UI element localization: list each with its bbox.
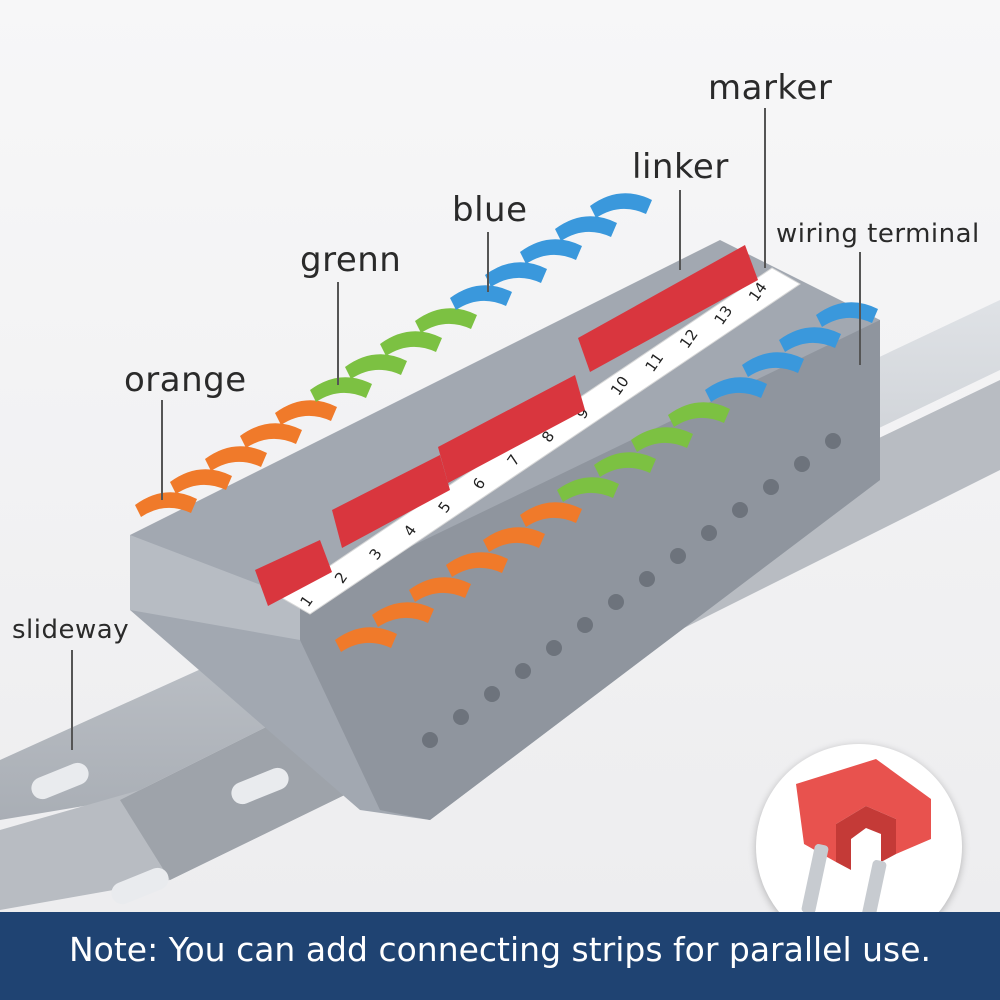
back-lever xyxy=(485,262,547,287)
back-lever xyxy=(170,469,232,494)
red-linkers xyxy=(255,245,758,606)
wire-hole xyxy=(577,617,593,633)
wire-hole xyxy=(732,502,748,518)
label-marker: marker xyxy=(708,68,833,108)
front-lever xyxy=(742,352,804,377)
label-orange: orange xyxy=(124,360,247,400)
wire-hole xyxy=(670,548,686,564)
front-lever xyxy=(631,427,693,452)
front-lever xyxy=(668,402,730,427)
back-lever xyxy=(555,216,617,241)
wire-hole xyxy=(453,709,469,725)
note-bar xyxy=(0,912,1000,1000)
front-lever xyxy=(816,302,878,327)
back-lever xyxy=(310,377,372,402)
front-lever xyxy=(779,327,841,352)
front-lever xyxy=(520,502,582,527)
label-blue: blue xyxy=(452,190,528,230)
back-lever xyxy=(590,193,652,218)
wire-hole xyxy=(515,663,531,679)
front-lever xyxy=(446,552,508,577)
label-slideway: slideway xyxy=(12,615,130,645)
wire-hole xyxy=(484,686,500,702)
back-lever xyxy=(205,446,267,471)
front-lever xyxy=(372,602,434,627)
wire-hole xyxy=(608,594,624,610)
wire-hole xyxy=(763,479,779,495)
front-lever xyxy=(705,377,767,402)
back-lever xyxy=(450,285,512,310)
front-lever xyxy=(409,577,471,602)
wire-hole xyxy=(701,525,717,541)
front-lever xyxy=(594,452,656,477)
label-linker: linker xyxy=(632,147,729,187)
front-lever xyxy=(483,527,545,552)
back-lever xyxy=(135,492,197,517)
note-text: Note: You can add connecting strips for … xyxy=(68,930,932,969)
back-lever xyxy=(240,423,302,448)
wire-hole xyxy=(825,433,841,449)
back-lever xyxy=(520,239,582,264)
back-lever xyxy=(380,331,442,356)
back-lever xyxy=(275,400,337,425)
leader-lines xyxy=(71,108,861,750)
lever-rows xyxy=(135,193,878,748)
back-lever xyxy=(415,308,477,333)
wire-hole xyxy=(639,571,655,587)
back-lever xyxy=(345,354,407,379)
front-lever xyxy=(557,477,619,502)
wire-hole xyxy=(794,456,810,472)
label-wiring-terminal: wiring terminal xyxy=(776,219,980,249)
wire-hole xyxy=(422,732,438,748)
wire-hole xyxy=(546,640,562,656)
front-lever xyxy=(335,627,397,652)
label-green: grenn xyxy=(300,240,402,280)
